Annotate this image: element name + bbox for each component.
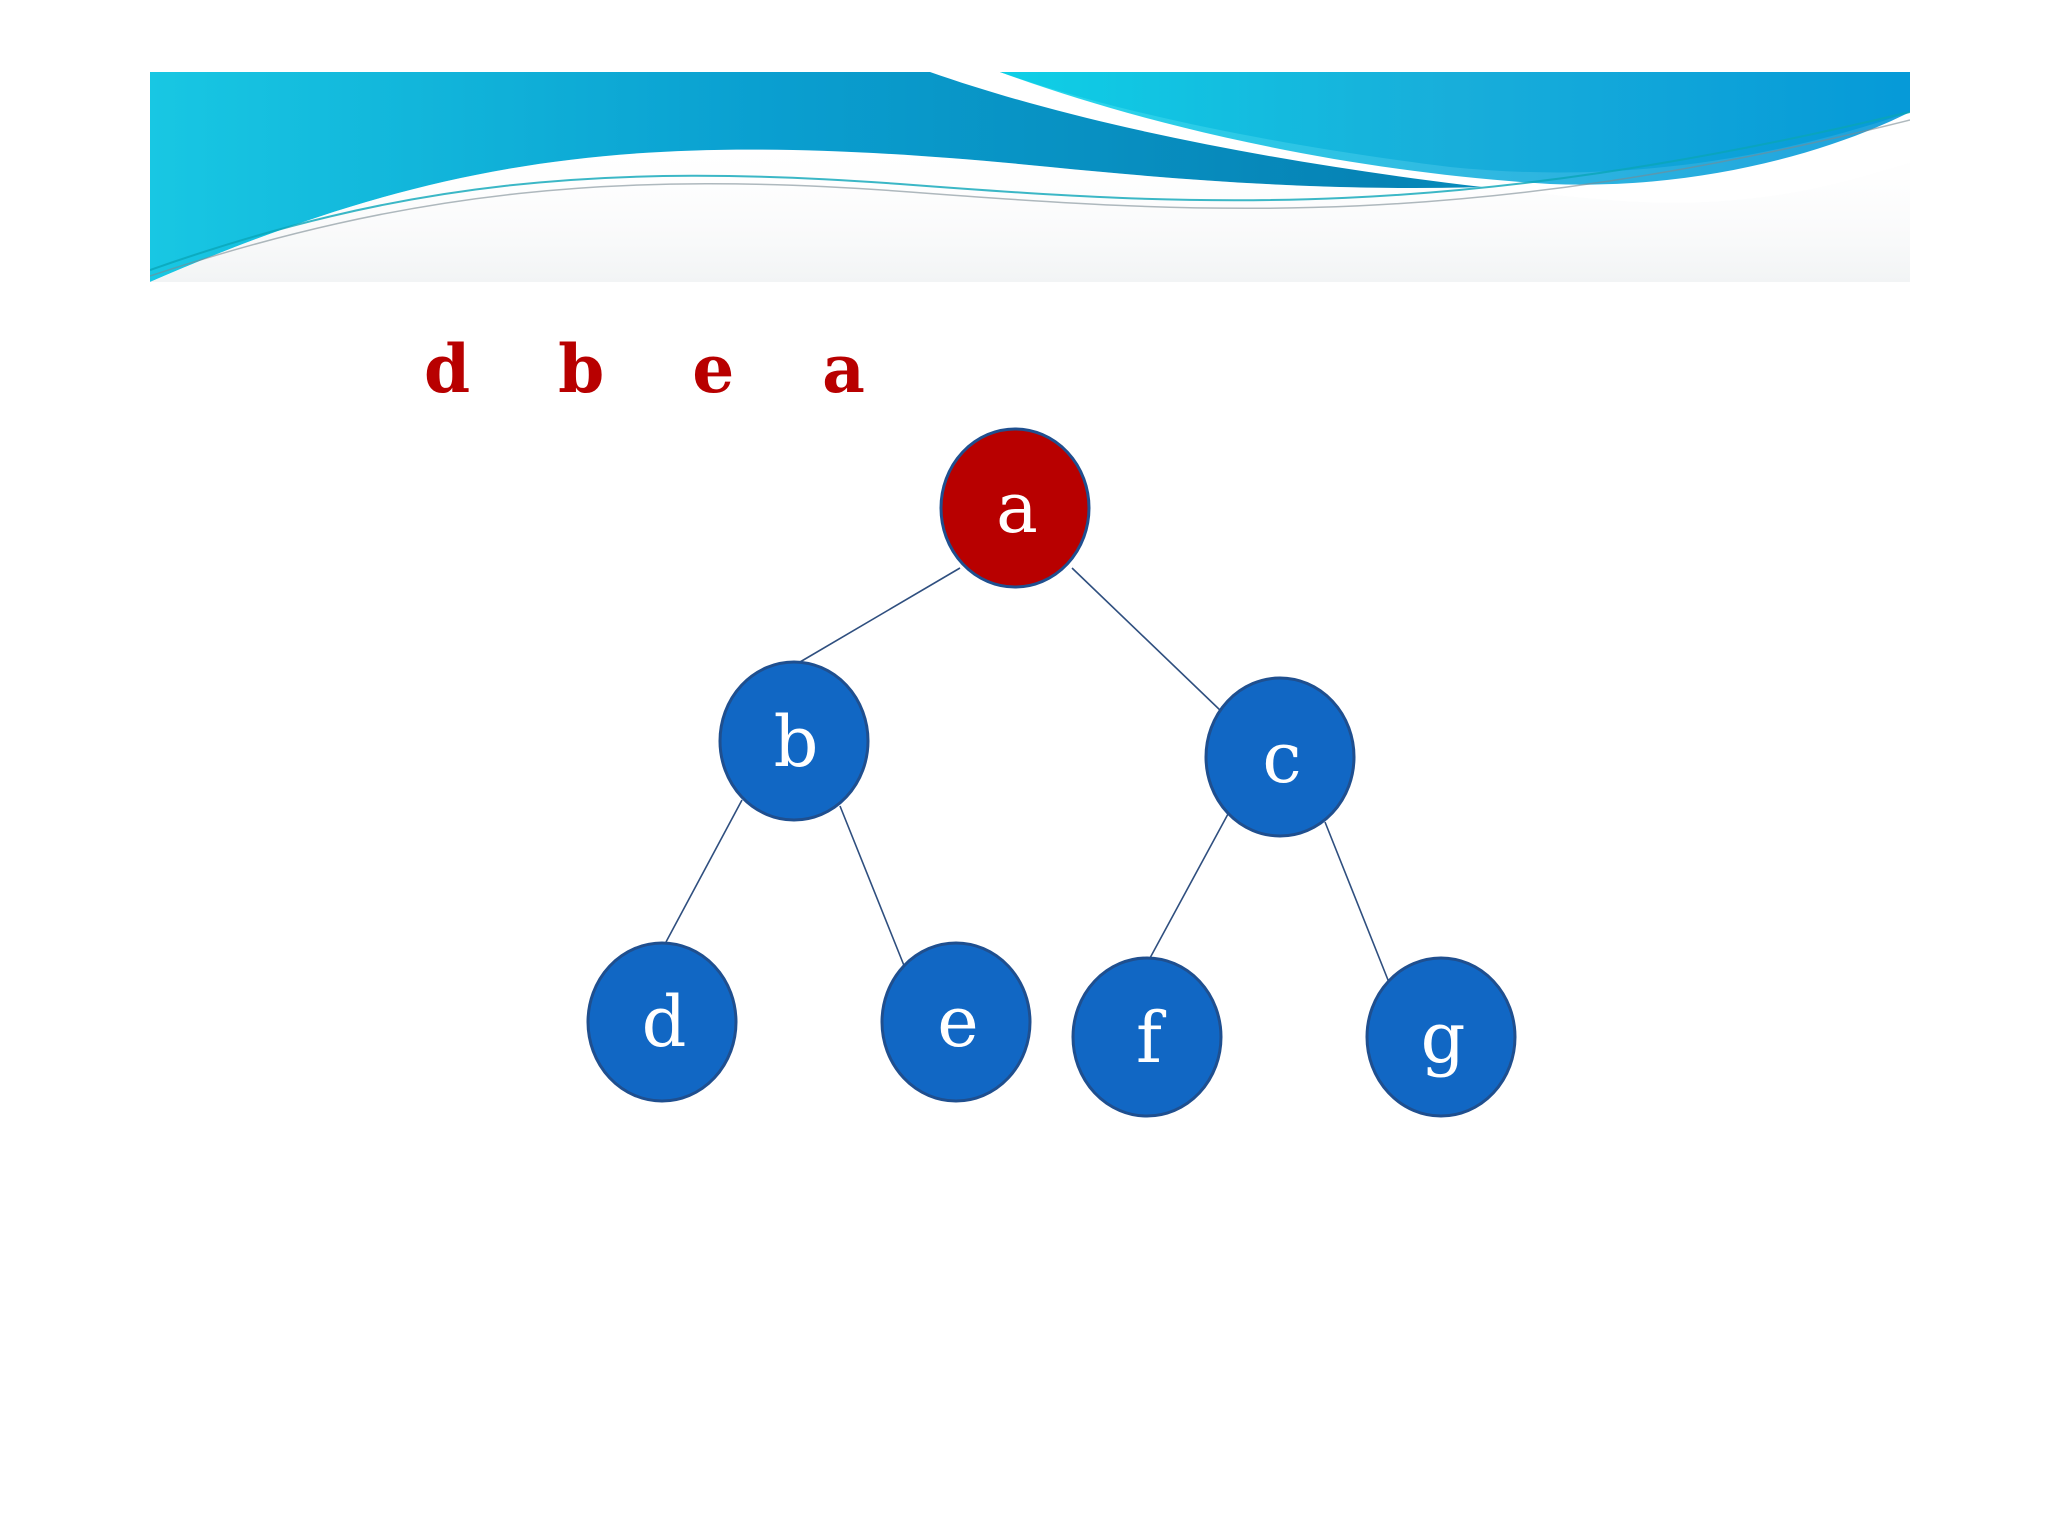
edge-b-d [666,800,742,942]
node-label: g [1421,997,1466,1079]
tree-node-d: d [588,943,736,1101]
edge-c-f [1150,814,1228,958]
edge-b-e [840,806,905,968]
edge-a-b [800,568,960,662]
edge-c-g [1325,822,1390,985]
node-label: c [1262,717,1301,799]
tree-node-c: c [1206,678,1354,836]
node-label: b [774,701,819,783]
node-label: e [937,981,978,1063]
edge-a-c [1072,568,1222,712]
tree-node-g: g [1367,958,1515,1116]
tree-node-e: e [882,943,1030,1101]
node-label: d [642,981,687,1063]
tree-node-f: f [1073,958,1221,1116]
tree-node-a: a [941,429,1089,587]
tree-node-b: b [720,662,868,820]
node-label: a [996,467,1038,549]
